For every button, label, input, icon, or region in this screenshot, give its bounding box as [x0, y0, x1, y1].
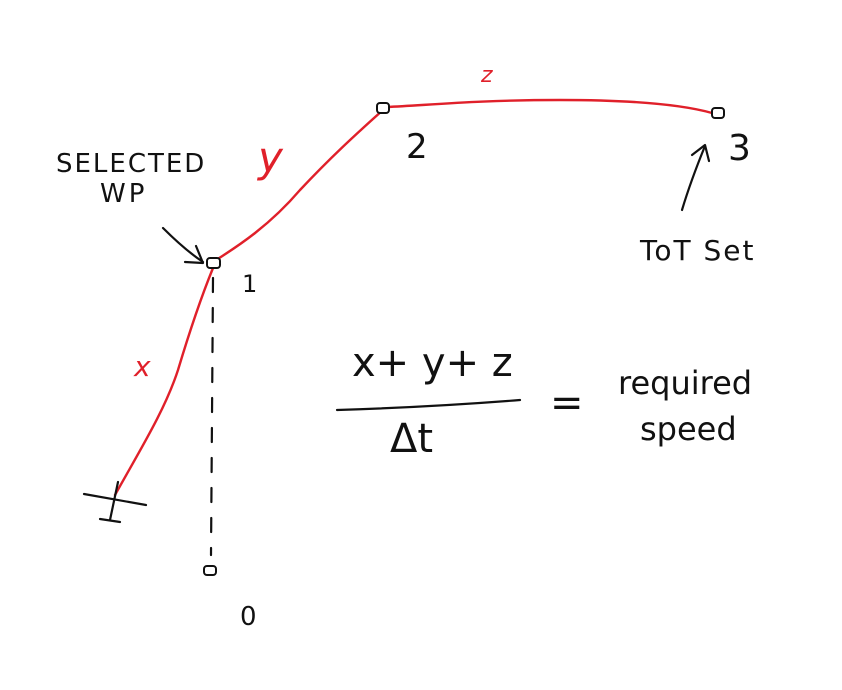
formula-numerator: x+ y+ z — [352, 340, 513, 386]
selected-wp-label-line1: SELECTED — [56, 149, 206, 179]
path-segment-x — [113, 266, 215, 497]
formula-denominator: Δt — [390, 416, 433, 462]
start-position-marker — [82, 480, 148, 524]
formula-fraction-bar — [335, 398, 522, 412]
formula-equals: = — [550, 380, 584, 426]
dashed-link-wp1-wp0 — [209, 276, 215, 557]
waypoint-0-marker — [203, 565, 217, 576]
path-segment-y — [211, 108, 385, 264]
waypoint-2-label: 2 — [406, 127, 428, 167]
tot-set-arrow-icon — [680, 143, 711, 212]
waypoint-3-marker — [711, 107, 725, 119]
waypoint-1-label: 1 — [242, 270, 257, 298]
selected-wp-label-line2: WP — [100, 179, 147, 209]
formula-result-line2: speed — [640, 410, 737, 448]
path-segment-z — [385, 98, 714, 115]
waypoint-0-label: 0 — [240, 602, 257, 632]
selected-wp-arrow-icon — [161, 226, 205, 265]
waypoint-1-marker — [206, 257, 221, 269]
segment-z-label: z — [480, 63, 493, 88]
waypoint-2-marker — [376, 102, 390, 114]
waypoint-3-label: 3 — [728, 128, 751, 169]
tot-set-label: ToT Set — [639, 234, 755, 267]
formula-result-line1: required — [618, 364, 752, 402]
segment-x-label: x — [133, 350, 151, 383]
segment-y-label: y — [256, 133, 284, 182]
